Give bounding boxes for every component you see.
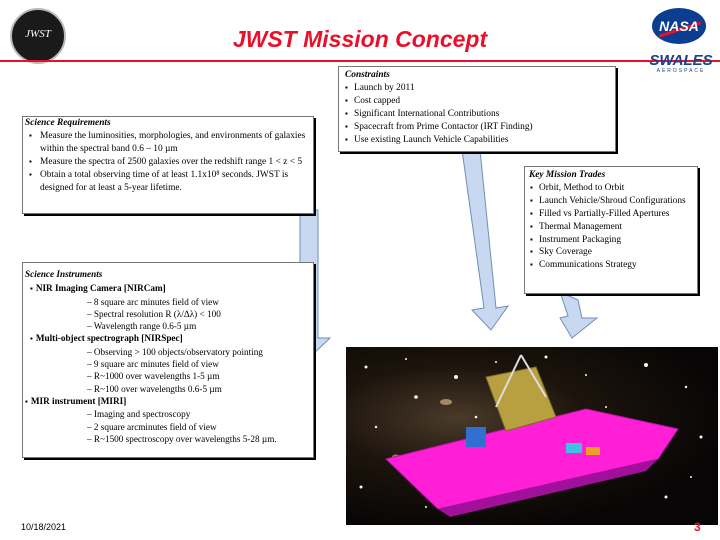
secondary-strut bbox=[520, 354, 547, 398]
instrument-module bbox=[566, 443, 582, 453]
swales-logo-sub: AEROSPACE bbox=[656, 68, 706, 74]
instrument-detail: – 2 square arcminutes field of view bbox=[87, 421, 217, 432]
list-item: Sky Coverage bbox=[527, 246, 697, 259]
secondary-strut bbox=[495, 354, 522, 408]
list-item: Thermal Management bbox=[527, 221, 697, 234]
page-number: 3 bbox=[694, 520, 701, 534]
nasa-logo: NASA bbox=[652, 8, 706, 44]
telescope-deep-field-image bbox=[346, 347, 718, 525]
nasa-logo-text: NASA bbox=[659, 18, 699, 34]
instrument-detail: – Imaging and spectroscopy bbox=[87, 409, 191, 420]
instrument-detail: – R~100 over wavelengths 0.6-5 µm bbox=[87, 383, 222, 394]
science-instruments-box: Science Instruments NIR Imaging Camera [… bbox=[22, 262, 314, 458]
list-item: Launch Vehicle/Shroud Configurations bbox=[527, 195, 697, 208]
title-divider bbox=[0, 60, 720, 62]
swales-logo: SWALES bbox=[649, 52, 713, 69]
instrument-module bbox=[586, 447, 600, 455]
instrument-nircam: NIR Imaging Camera [NIRCam] bbox=[23, 282, 313, 295]
instrument-detail: – R~1000 over wavelengths 1-5 µm bbox=[87, 371, 220, 382]
instrument-miri: MIR instrument [MIRI] bbox=[23, 395, 313, 408]
list-item: Orbit, Method to Orbit bbox=[527, 182, 697, 195]
page-title: JWST Mission Concept bbox=[232, 26, 488, 52]
science-instruments-heading: Science Instruments bbox=[25, 269, 103, 279]
list-item: Significant International Contributions bbox=[342, 108, 615, 121]
jwst-logo: JWST bbox=[10, 8, 66, 64]
key-mission-trades-list: Orbit, Method to Orbit Launch Vehicle/Sh… bbox=[525, 182, 697, 272]
spacecraft-bus bbox=[466, 427, 486, 447]
arrow-from-constraints bbox=[461, 149, 510, 331]
list-item: Obtain a total observing time of at leas… bbox=[23, 169, 313, 195]
list-item: Measure the luminosities, morphologies, … bbox=[23, 130, 313, 156]
constraints-heading: Constraints bbox=[345, 70, 390, 80]
sunshield-shade bbox=[438, 459, 658, 517]
telescope-illustration bbox=[359, 354, 703, 517]
instrument-detail: – 9 square arc minutes field of view bbox=[87, 359, 219, 370]
footer-date: 10/18/2021 bbox=[21, 522, 67, 532]
list-item: Use existing Launch Vehicle Capabilities bbox=[342, 134, 615, 147]
list-item: Filled vs Partially-Filled Apertures bbox=[527, 208, 697, 221]
instrument-detail: – 8 square arc minutes field of view bbox=[87, 296, 219, 307]
science-requirements-heading: Science Requirements bbox=[25, 118, 111, 128]
instrument-detail: – Wavelength range 0.6-5 µm bbox=[87, 321, 197, 332]
jwst-logo-text: JWST bbox=[25, 28, 51, 40]
list-item: Measure the spectra of 2500 galaxies ove… bbox=[23, 156, 313, 169]
list-item: Instrument Packaging bbox=[527, 234, 697, 247]
instrument-detail: – Observing > 100 objects/observatory po… bbox=[87, 346, 263, 357]
arrow-from-trades bbox=[559, 291, 599, 339]
instrument-detail: – Spectral resolution R (λ/Δλ) < 100 bbox=[87, 308, 221, 319]
instrument-nirspec: Multi-object spectrograph [NIRSpec] bbox=[23, 332, 313, 345]
science-requirements-list: Measure the luminosities, morphologies, … bbox=[23, 130, 313, 195]
constraints-box: Constraints Launch by 2011 Cost capped S… bbox=[338, 66, 616, 152]
key-mission-trades-heading: Key Mission Trades bbox=[529, 170, 606, 180]
constraints-list: Launch by 2011 Cost capped Significant I… bbox=[339, 82, 615, 147]
science-requirements-box: Science Requirements Measure the luminos… bbox=[22, 116, 314, 214]
instrument-detail: – R~1500 spectroscopy over wavelengths 5… bbox=[87, 433, 277, 444]
key-mission-trades-box: Key Mission Trades Orbit, Method to Orbi… bbox=[524, 166, 698, 294]
list-item: Spacecraft from Prime Contactor (IRT Fin… bbox=[342, 121, 615, 134]
list-item: Communications Strategy bbox=[527, 259, 697, 272]
list-item: Launch by 2011 bbox=[342, 82, 615, 95]
list-item: Cost capped bbox=[342, 95, 615, 108]
